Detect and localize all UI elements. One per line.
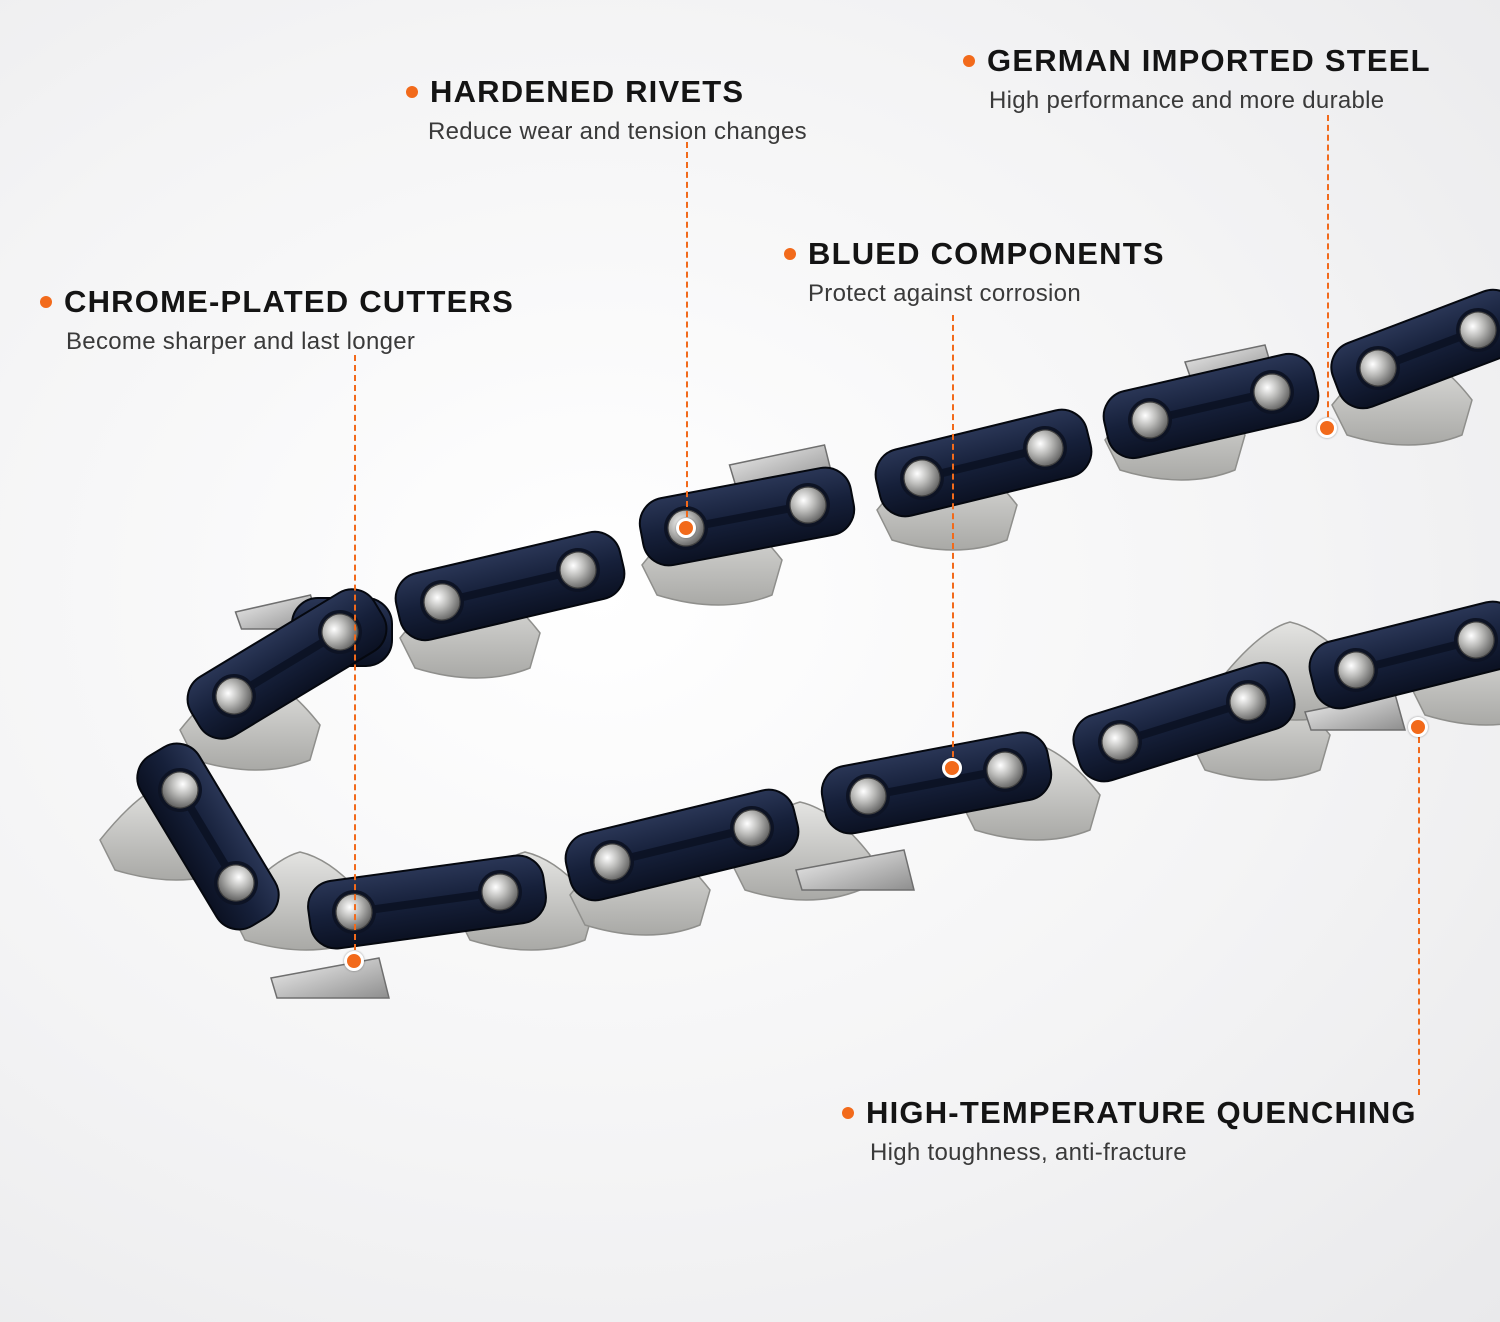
- anchor-dot-blued: [942, 758, 962, 778]
- rivet-head: [789, 486, 827, 524]
- rivet-head: [481, 873, 519, 911]
- side-plate: [874, 408, 1093, 518]
- callout-description: High performance and more durable: [989, 87, 1385, 114]
- callout-description: High toughness, anti-fracture: [870, 1139, 1187, 1166]
- rivet-head: [423, 583, 461, 621]
- side-plate: [186, 588, 388, 740]
- callout-german-imported-steel: GERMAN IMPORTED STEEL High performance a…: [963, 43, 1431, 115]
- rivet-head: [1457, 621, 1495, 659]
- rivet-head: [1459, 311, 1497, 349]
- plate-groove: [877, 768, 996, 798]
- callout-title: HIGH-TEMPERATURE QUENCHING: [866, 1095, 1417, 1130]
- rivet-head: [1229, 683, 1267, 721]
- callout-description: Protect against corrosion: [808, 280, 1081, 307]
- rivet-head: [1337, 651, 1375, 689]
- rivet-head: [1359, 349, 1397, 387]
- rivet-head: [986, 751, 1024, 789]
- side-plate: [136, 742, 280, 931]
- bullet-dot-icon: [40, 296, 52, 308]
- side-plate: [1330, 288, 1500, 410]
- bullet-dot-icon: [406, 86, 418, 98]
- callout-description: Become sharper and last longer: [66, 328, 416, 355]
- callout-blued-components: BLUED COMPONENTS Protect against corrosi…: [784, 236, 1165, 308]
- plate-groove: [931, 447, 1036, 479]
- side-plate: [394, 530, 626, 642]
- cutter-tooth: [795, 849, 915, 891]
- bullet-dot-icon: [842, 1107, 854, 1119]
- leader-line-chrome: [354, 355, 356, 960]
- plate-groove: [241, 635, 333, 693]
- side-plate: [1102, 352, 1320, 460]
- callout-title: GERMAN IMPORTED STEEL: [987, 43, 1431, 78]
- plate-groove: [621, 827, 743, 863]
- anchor-dot-chrome: [344, 951, 364, 971]
- callout-description: Reduce wear and tension changes: [428, 118, 807, 145]
- callout-title: HARDENED RIVETS: [430, 74, 745, 109]
- rivet-head: [1131, 401, 1169, 439]
- rivet-head: [1101, 723, 1139, 761]
- side-plate: [638, 466, 856, 567]
- plate-groove: [1387, 330, 1469, 368]
- side-plate: [564, 788, 800, 902]
- rivet-head: [161, 771, 199, 809]
- leader-line-rivets: [686, 142, 688, 527]
- plate-groove: [183, 797, 233, 876]
- rivet-head: [215, 677, 253, 715]
- side-plates-layer: [136, 288, 1500, 950]
- plate-groove: [695, 503, 799, 530]
- rivet-head: [217, 864, 255, 902]
- rivet-head: [593, 843, 631, 881]
- side-plate: [1308, 600, 1500, 710]
- plate-groove: [1365, 639, 1467, 671]
- anchor-dot-rivets: [676, 518, 696, 538]
- leader-line-blued: [952, 315, 954, 767]
- callout-title: CHROME-PLATED CUTTERS: [64, 284, 514, 319]
- rivet-head: [733, 809, 771, 847]
- rivet-head: [1253, 373, 1291, 411]
- side-plate: [820, 731, 1053, 835]
- bullet-dot-icon: [963, 55, 975, 67]
- plate-groove: [363, 889, 491, 915]
- rivet-head: [849, 777, 887, 815]
- leader-line-quench: [1418, 727, 1420, 1095]
- bullet-dot-icon: [784, 248, 796, 260]
- leader-line-steel: [1327, 115, 1329, 427]
- callout-hardened-rivets: HARDENED RIVETS Reduce wear and tension …: [406, 74, 807, 146]
- callout-title: BLUED COMPONENTS: [808, 236, 1165, 271]
- plate-groove: [1159, 391, 1263, 421]
- anchor-dot-quench: [1408, 717, 1428, 737]
- rivet-head: [1026, 429, 1064, 467]
- rivet-head: [559, 551, 597, 589]
- callout-chrome-plated-cutters: CHROME-PLATED CUTTERS Become sharper and…: [40, 284, 514, 356]
- side-plate: [307, 854, 547, 950]
- rivet-head: [903, 459, 941, 497]
- callout-high-temperature-quenching: HIGH-TEMPERATURE QUENCHING High toughnes…: [842, 1095, 1417, 1167]
- side-plate: [1072, 661, 1296, 783]
- cutter-tooth: [270, 957, 390, 999]
- plate-groove: [1129, 702, 1239, 742]
- anchor-dot-steel: [1317, 418, 1337, 438]
- plate-groove: [451, 569, 569, 603]
